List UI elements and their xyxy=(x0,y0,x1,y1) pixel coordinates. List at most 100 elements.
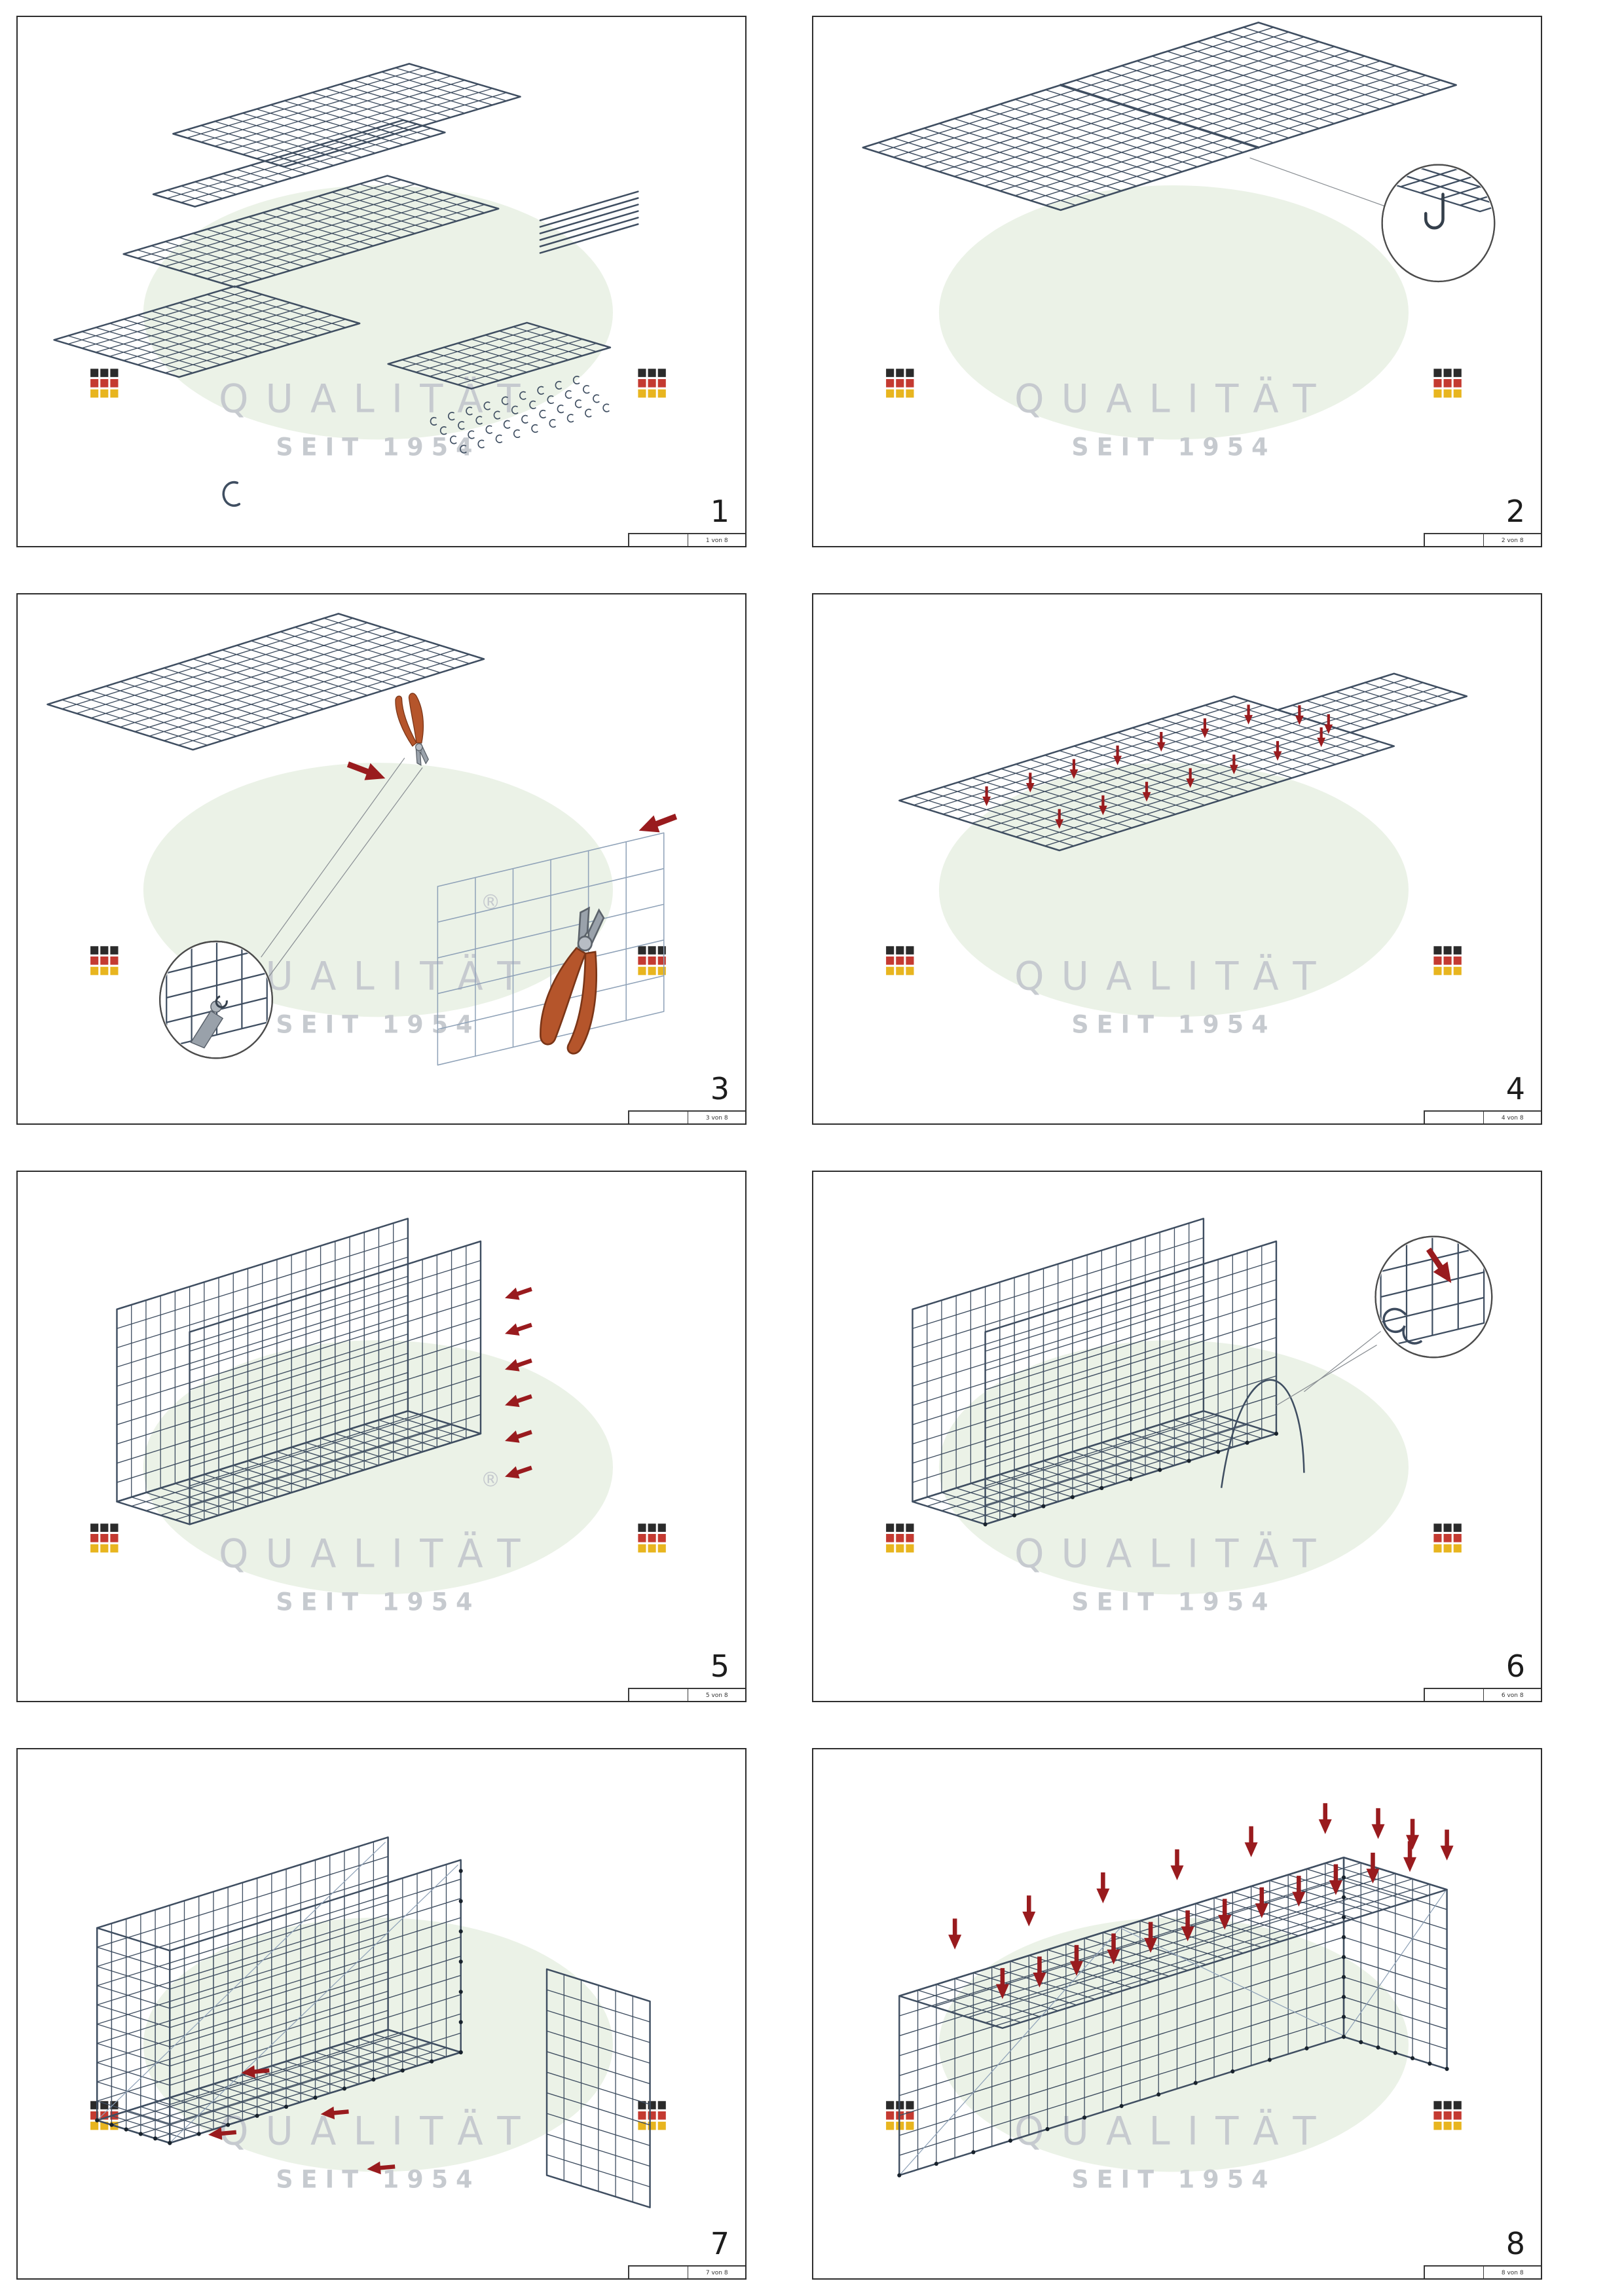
wire-knot xyxy=(1245,1440,1249,1445)
mesh-panel-border xyxy=(912,1218,1205,1503)
brand-flag-logo xyxy=(1433,946,1462,975)
fold-arrow-icon xyxy=(1200,718,1209,738)
spiral-wire-arc xyxy=(1220,1379,1305,1488)
detail-circle-content xyxy=(1380,1237,1485,1349)
wire-knot xyxy=(1341,1995,1346,1999)
title-block-cell xyxy=(629,1689,688,1701)
wire-knot xyxy=(458,1929,463,1934)
mesh-panel-border xyxy=(862,22,1457,211)
join-arrow-icon xyxy=(367,2161,396,2175)
c-clip-large xyxy=(222,481,241,507)
tension-wire xyxy=(1344,1890,1447,2035)
pliers-tool xyxy=(395,693,429,766)
watermark-brand-text: QUALITÄT xyxy=(1014,953,1333,998)
watermark-subline-text: SEIT 1954 xyxy=(276,1010,480,1039)
pliers-handle xyxy=(395,695,417,747)
title-block: 2 von 8 xyxy=(1424,533,1541,546)
join-arrow-icon xyxy=(505,1358,532,1372)
wire-knot xyxy=(1428,2061,1432,2066)
page-count-label: 7 von 8 xyxy=(705,2269,728,2276)
mesh-panel-border xyxy=(545,1968,651,2208)
watermark-ellipse xyxy=(938,185,1409,440)
wire-knot xyxy=(458,2050,463,2054)
fold-arrow-icon xyxy=(982,786,991,807)
wire-knot xyxy=(458,1868,463,1873)
wire-knot xyxy=(1341,1955,1346,1959)
c-ring-clips xyxy=(430,375,610,454)
press-down-arrow-icon xyxy=(1318,1803,1332,1834)
wire-knot xyxy=(168,2141,172,2145)
fold-arrow-icon xyxy=(1244,704,1253,725)
brand-flag-logo xyxy=(638,946,666,975)
registered-mark: ® xyxy=(481,1468,500,1492)
tension-wire xyxy=(900,1927,1121,2174)
mesh-panel-border xyxy=(984,1240,1278,1525)
press-down-arrow-icon xyxy=(1107,1933,1120,1965)
cut-direction-arrow xyxy=(638,813,678,833)
brand-flag-logo xyxy=(1433,369,1462,398)
join-arrow-icon xyxy=(505,1394,532,1408)
illustration-layer xyxy=(897,1803,1454,2178)
title-block: 5 von 8 xyxy=(628,1688,745,1701)
press-down-arrow-icon xyxy=(1144,1922,1158,1953)
wire-knot xyxy=(430,2059,434,2064)
press-down-arrow-icon xyxy=(1218,1899,1232,1930)
illustration-layer xyxy=(53,63,639,507)
mesh-panel-border xyxy=(189,1240,482,1525)
press-down-arrow-icon xyxy=(1244,1826,1258,1857)
illustration-layer xyxy=(116,1218,532,1525)
wire-knot xyxy=(1341,1915,1346,1920)
mesh-panel-border xyxy=(152,119,446,208)
fold-arrow-icon xyxy=(1113,745,1122,765)
wire-knot xyxy=(153,2136,158,2141)
tension-wire xyxy=(1120,1927,1343,2036)
mesh-panel-border xyxy=(96,1927,171,2144)
title-block-cell xyxy=(629,534,688,546)
wire-knot xyxy=(1341,2014,1346,2019)
wire-knot xyxy=(1082,2115,1087,2120)
tension-wire xyxy=(170,1864,459,2142)
wire-knot xyxy=(1128,1476,1133,1482)
fold-arrow-icon xyxy=(1186,768,1195,788)
wire-knot xyxy=(226,2123,231,2127)
join-arrows xyxy=(208,2065,396,2175)
mesh-panel-border xyxy=(387,321,612,390)
wire-knot xyxy=(1099,1485,1104,1491)
brand-flag-logo xyxy=(886,2101,914,2130)
join-arrow-icon xyxy=(505,1430,532,1443)
wire-knot xyxy=(95,2118,100,2123)
watermark-brand-text: QUALITÄT xyxy=(1014,1531,1333,1576)
wire-knot xyxy=(1070,1495,1075,1499)
press-down-arrow-icon xyxy=(1403,1841,1417,1872)
press-down-arrow-icon xyxy=(1022,1895,1036,1927)
clip-tool-head xyxy=(190,1010,224,1049)
fold-arrow-icon xyxy=(1142,782,1151,802)
detail-leader-line xyxy=(261,757,405,958)
watermark-ellipse xyxy=(938,763,1409,1017)
page-count-label: 8 von 8 xyxy=(1501,2269,1524,2276)
step-number: 1 xyxy=(710,494,729,529)
spiral-knots xyxy=(897,1875,1449,2178)
press-down-arrow-icon xyxy=(1440,1829,1454,1861)
press-down-arrow-icon xyxy=(1406,1819,1420,1850)
wire-knot xyxy=(458,2020,463,2024)
detail-leader-line xyxy=(1304,1330,1381,1393)
wire-knot xyxy=(1304,2046,1309,2050)
title-block: 3 von 8 xyxy=(628,1110,745,1123)
twist-arrow-icon xyxy=(1426,1247,1452,1283)
watermark-ellipse xyxy=(143,185,613,440)
wire-knot xyxy=(196,2132,201,2136)
mesh-panel-border xyxy=(116,1218,409,1503)
watermark-ellipse xyxy=(143,1340,613,1595)
wire-knot xyxy=(1274,1431,1279,1436)
